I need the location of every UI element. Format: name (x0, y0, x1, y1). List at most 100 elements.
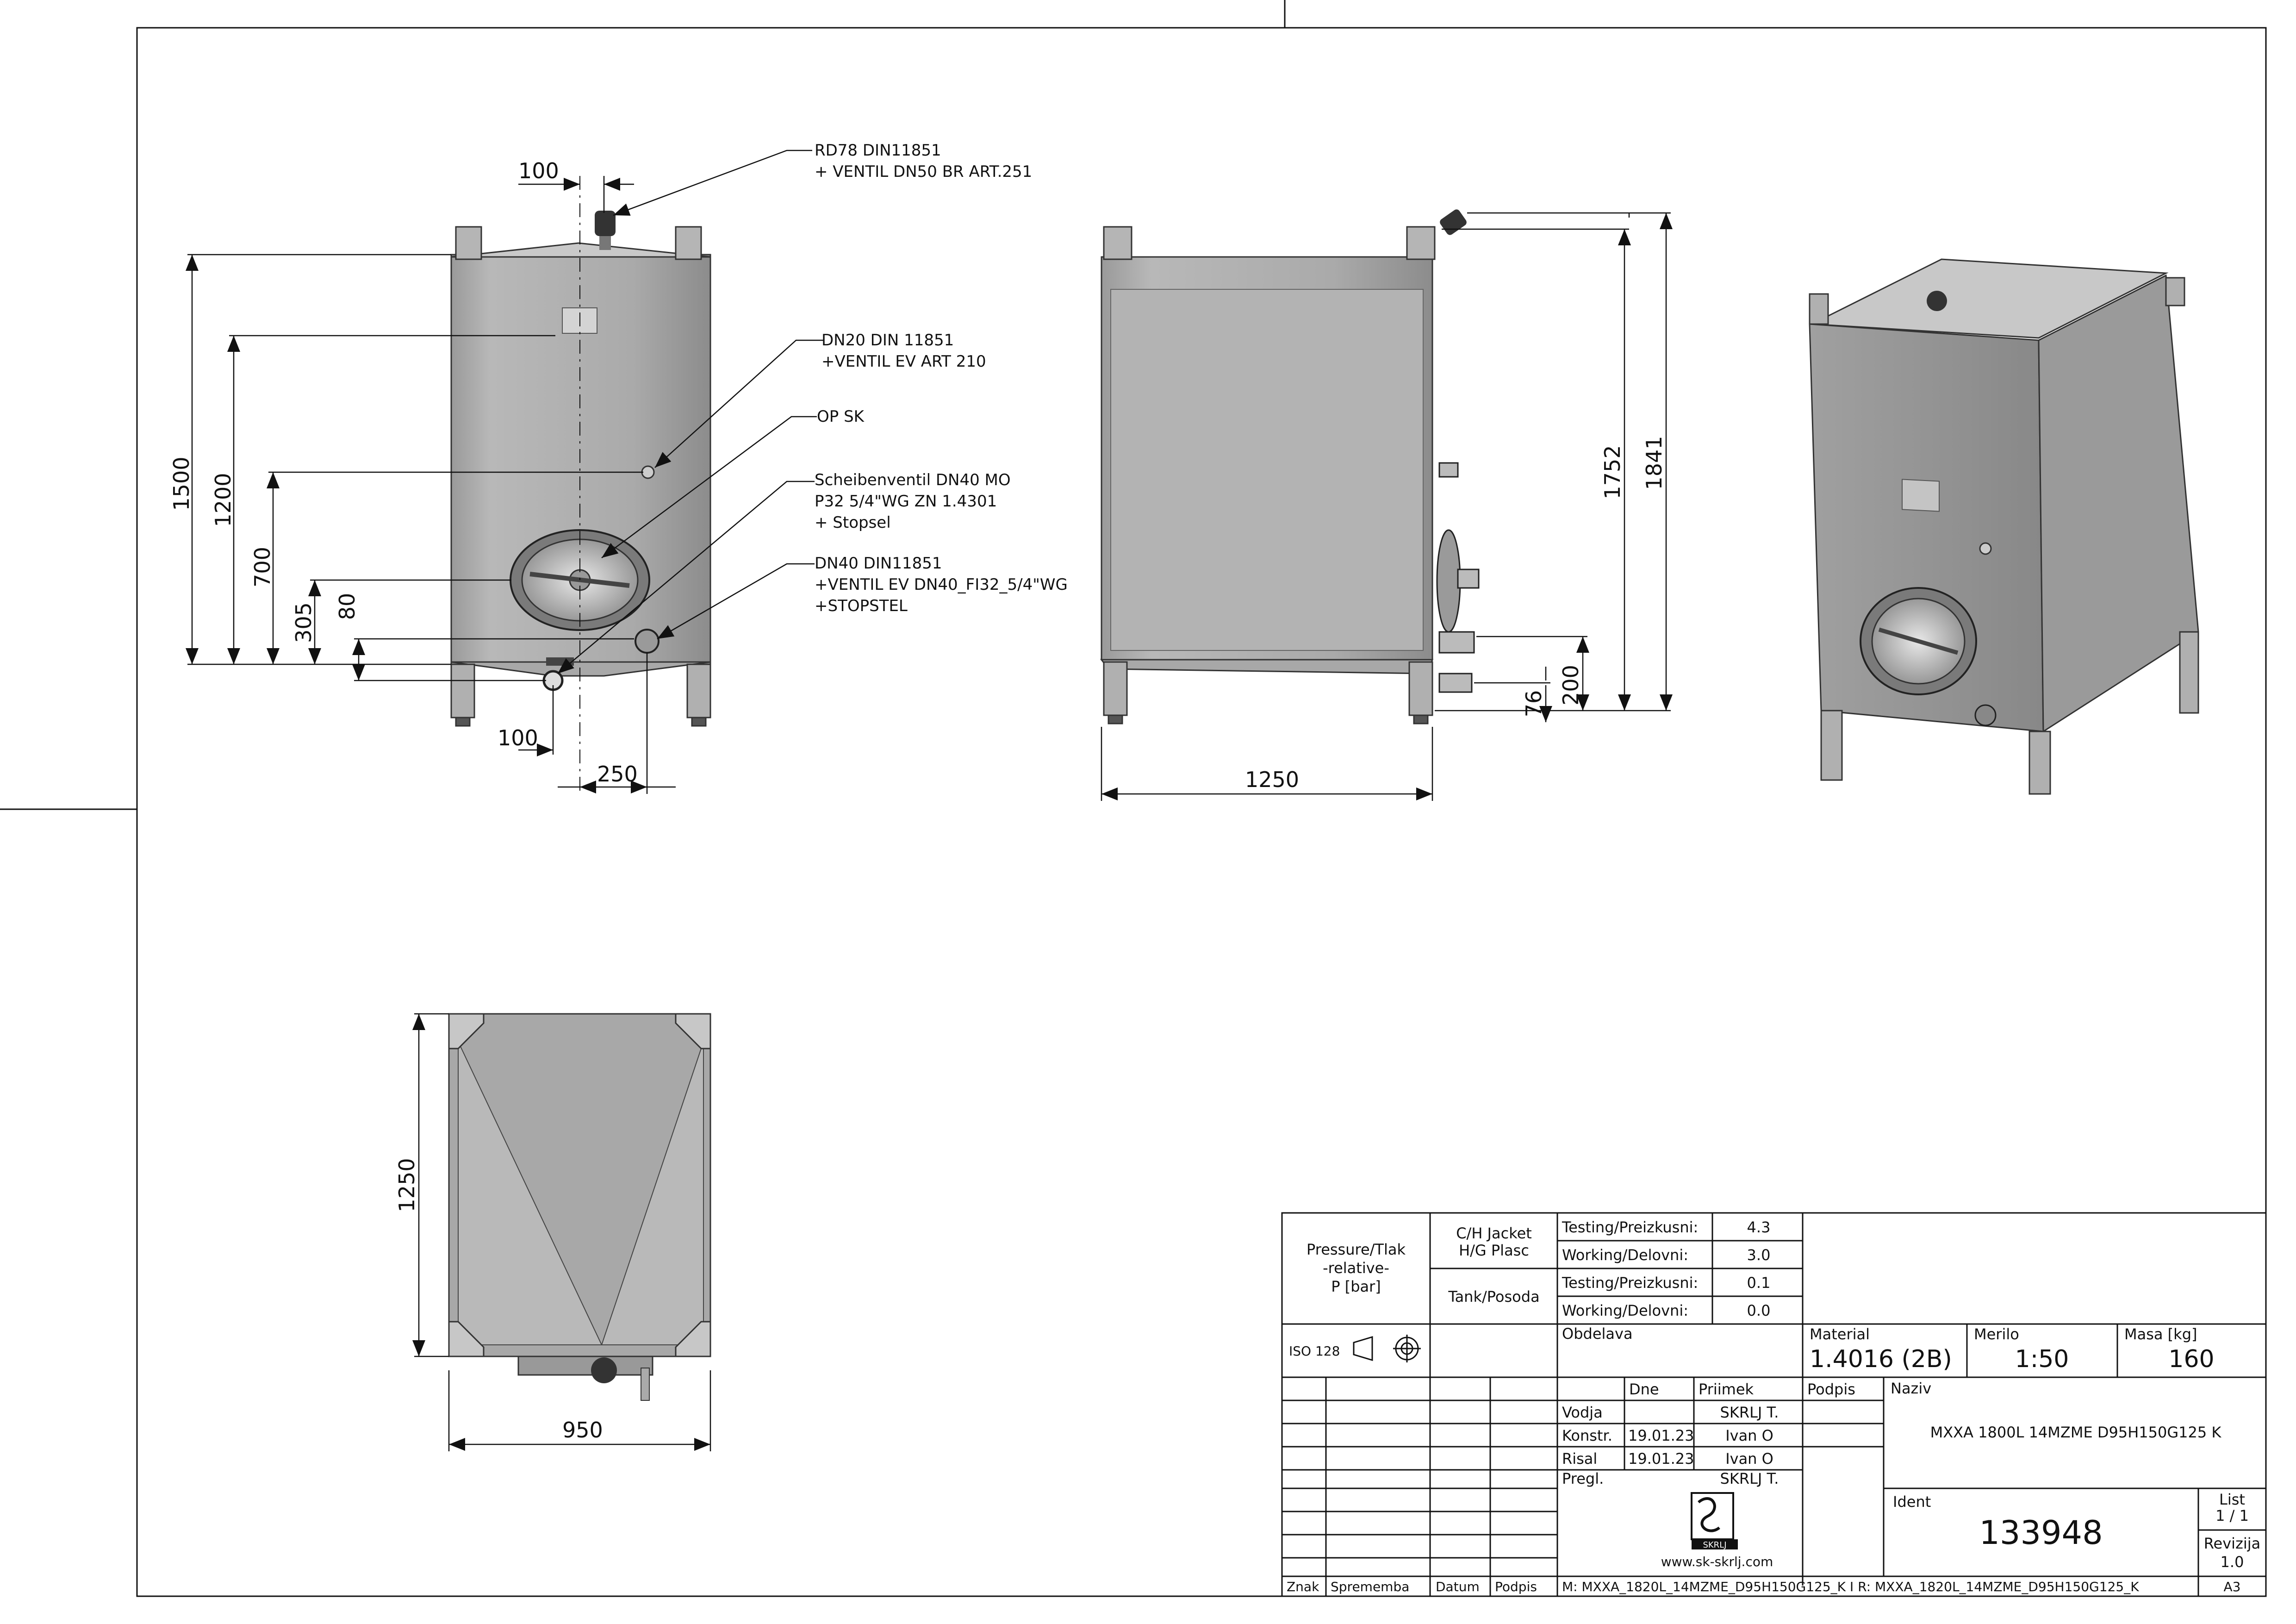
material-label: Material (1810, 1325, 1870, 1343)
obdelava-label: Obdelava (1562, 1325, 1633, 1343)
side-corner-post-right (1406, 226, 1436, 260)
col-podpis: Podpis (1807, 1380, 1855, 1398)
front-corner-post-left (455, 226, 482, 260)
person-3-role: Risal (1562, 1450, 1597, 1468)
iso-sample-valve (1979, 542, 1992, 555)
dim-950: 950 (562, 1418, 603, 1443)
list-value: 1 / 1 (2215, 1507, 2249, 1524)
callout-4-line-2: P32 5/4"WG ZN 1.4301 (815, 492, 997, 511)
pressure-row-1-value: 4.3 (1747, 1218, 1771, 1236)
person-3-date: 19.01.23 (1628, 1450, 1694, 1468)
isometric-view (1809, 258, 2199, 795)
dim-1841: 1841 (1642, 436, 1667, 490)
side-tank-bottom (1100, 659, 1434, 675)
ident-value: 133948 (1979, 1514, 2103, 1552)
callout-3-line-1: OP SK (817, 407, 865, 426)
person-4-role: Pregl. (1562, 1470, 1604, 1487)
dim-100-top: 100 (518, 158, 559, 183)
person-2-name: Ivan O (1725, 1427, 1773, 1444)
callout-1-line-2: + VENTIL DN50 BR ART.251 (815, 162, 1032, 181)
title-block-grid (1281, 1212, 2267, 1597)
front-sample-valve (641, 465, 655, 479)
pressure-label-1: Pressure/Tlak (1307, 1241, 1406, 1258)
callout-2-line-1: DN20 DIN 11851 (821, 331, 954, 350)
jacket-label-1: C/H Jacket (1456, 1224, 1532, 1242)
top-cone-left (458, 1041, 603, 1345)
top-bottom-fittings (517, 1355, 653, 1401)
iso-side-face (2038, 274, 2199, 733)
title-block: Pressure/Tlak -relative- P [bar] C/H Jac… (1281, 1212, 2267, 1597)
front-corner-post-right (675, 226, 702, 260)
front-outlet-port (635, 629, 660, 654)
dim-1500: 1500 (169, 456, 194, 511)
logo-text: SKRLJ (1703, 1540, 1726, 1550)
top-dimension-lines (412, 1013, 711, 1451)
dim-200: 200 (1558, 665, 1583, 706)
website-text: www.sk-skrlj.com (1661, 1554, 1773, 1569)
tank-label: Tank/Posoda (1448, 1288, 1539, 1305)
front-legs (450, 663, 711, 727)
callout-5-line-1: DN40 DIN11851 (815, 554, 942, 573)
callout-5-line-3: +STOPSTEL (815, 597, 908, 615)
revizija-value: 1.0 (2221, 1553, 2244, 1571)
pressure-row-3-value: 0.1 (1747, 1274, 1771, 1292)
masa-value: 160 (2168, 1345, 2214, 1373)
side-corner-post-left (1103, 226, 1132, 260)
side-inner-panel (1110, 289, 1424, 651)
dim-1250-top: 1250 (394, 1158, 419, 1212)
dim-1752: 1752 (1600, 445, 1625, 499)
pressure-row-2-value: 3.0 (1747, 1246, 1771, 1264)
list-label: List (2219, 1491, 2245, 1508)
side-view: 1752 1841 200 76 1250 (1100, 209, 1673, 801)
company-logo: SKRLJ (1691, 1492, 1738, 1550)
person-3-name: Ivan O (1725, 1450, 1773, 1468)
person-2-date: 19.01.23 (1628, 1427, 1694, 1444)
ident-label: Ident (1893, 1493, 1931, 1511)
front-callout-leaders (557, 150, 824, 674)
iso-legs (1809, 277, 2199, 795)
iso-label: ISO 128 (1289, 1343, 1340, 1359)
revizija-label: Revizija (2204, 1535, 2261, 1552)
side-dimension-lines (1101, 212, 1673, 801)
side-top-valve (1440, 209, 1467, 235)
dim-305: 305 (291, 602, 316, 643)
footer-znak: Znak (1287, 1579, 1319, 1594)
sheet-size: A3 (2224, 1579, 2241, 1594)
dim-1250-side: 1250 (1245, 767, 1299, 792)
naziv-label: Naziv (1891, 1380, 1931, 1397)
pressure-row-2-label: Working/Delovni: (1562, 1246, 1688, 1264)
person-1-name: SKRLJ T. (1720, 1404, 1779, 1421)
dim-80: 80 (335, 593, 360, 620)
masa-label: Masa [kg] (2124, 1325, 2197, 1343)
naziv-value: MXXA 1800L 14MZME D95H150G125 K (1930, 1424, 2222, 1441)
iso-manway-door (1860, 587, 1977, 695)
callout-2-line-2: +VENTIL EV ART 210 (821, 352, 986, 371)
pressure-label-3: P [bar] (1331, 1278, 1381, 1295)
pressure-label-2: -relative- (1323, 1259, 1389, 1277)
dim-700: 700 (250, 547, 275, 587)
dim-100-bottom: 100 (498, 725, 538, 750)
iso-top (1809, 258, 2169, 339)
dim-76: 76 (1521, 690, 1546, 718)
col-dne: Dne (1629, 1380, 1659, 1398)
top-corner-plates (448, 1013, 711, 1357)
person-4-name: SKRLJ T. (1720, 1470, 1779, 1487)
footer-podpis: Podpis (1495, 1579, 1537, 1594)
callout-4-line-1: Scheibenventil DN40 MO (815, 471, 1011, 489)
side-fittings (1436, 462, 1480, 693)
person-2-role: Konstr. (1562, 1427, 1612, 1444)
front-view: 100 1500 1200 700 305 80 100 250 RD78 DI… (169, 141, 1068, 796)
person-1-role: Vodja (1562, 1404, 1603, 1421)
merilo-value: 1:50 (2015, 1345, 2069, 1373)
iso-outlet (1974, 704, 1997, 726)
footer-sprememba: Sprememba (1331, 1579, 1409, 1594)
iso-nameplate (1902, 479, 1940, 512)
sheet-frame (0, 0, 2267, 1597)
pressure-row-3-label: Testing/Preizkusni: (1562, 1274, 1698, 1292)
callout-1-line-1: RD78 DIN11851 (815, 141, 941, 160)
merilo-label: Merilo (1974, 1325, 2019, 1343)
pressure-row-1-label: Testing/Preizkusni: (1562, 1218, 1698, 1236)
dim-250: 250 (597, 762, 638, 787)
iso-top-valve (1927, 291, 1947, 311)
